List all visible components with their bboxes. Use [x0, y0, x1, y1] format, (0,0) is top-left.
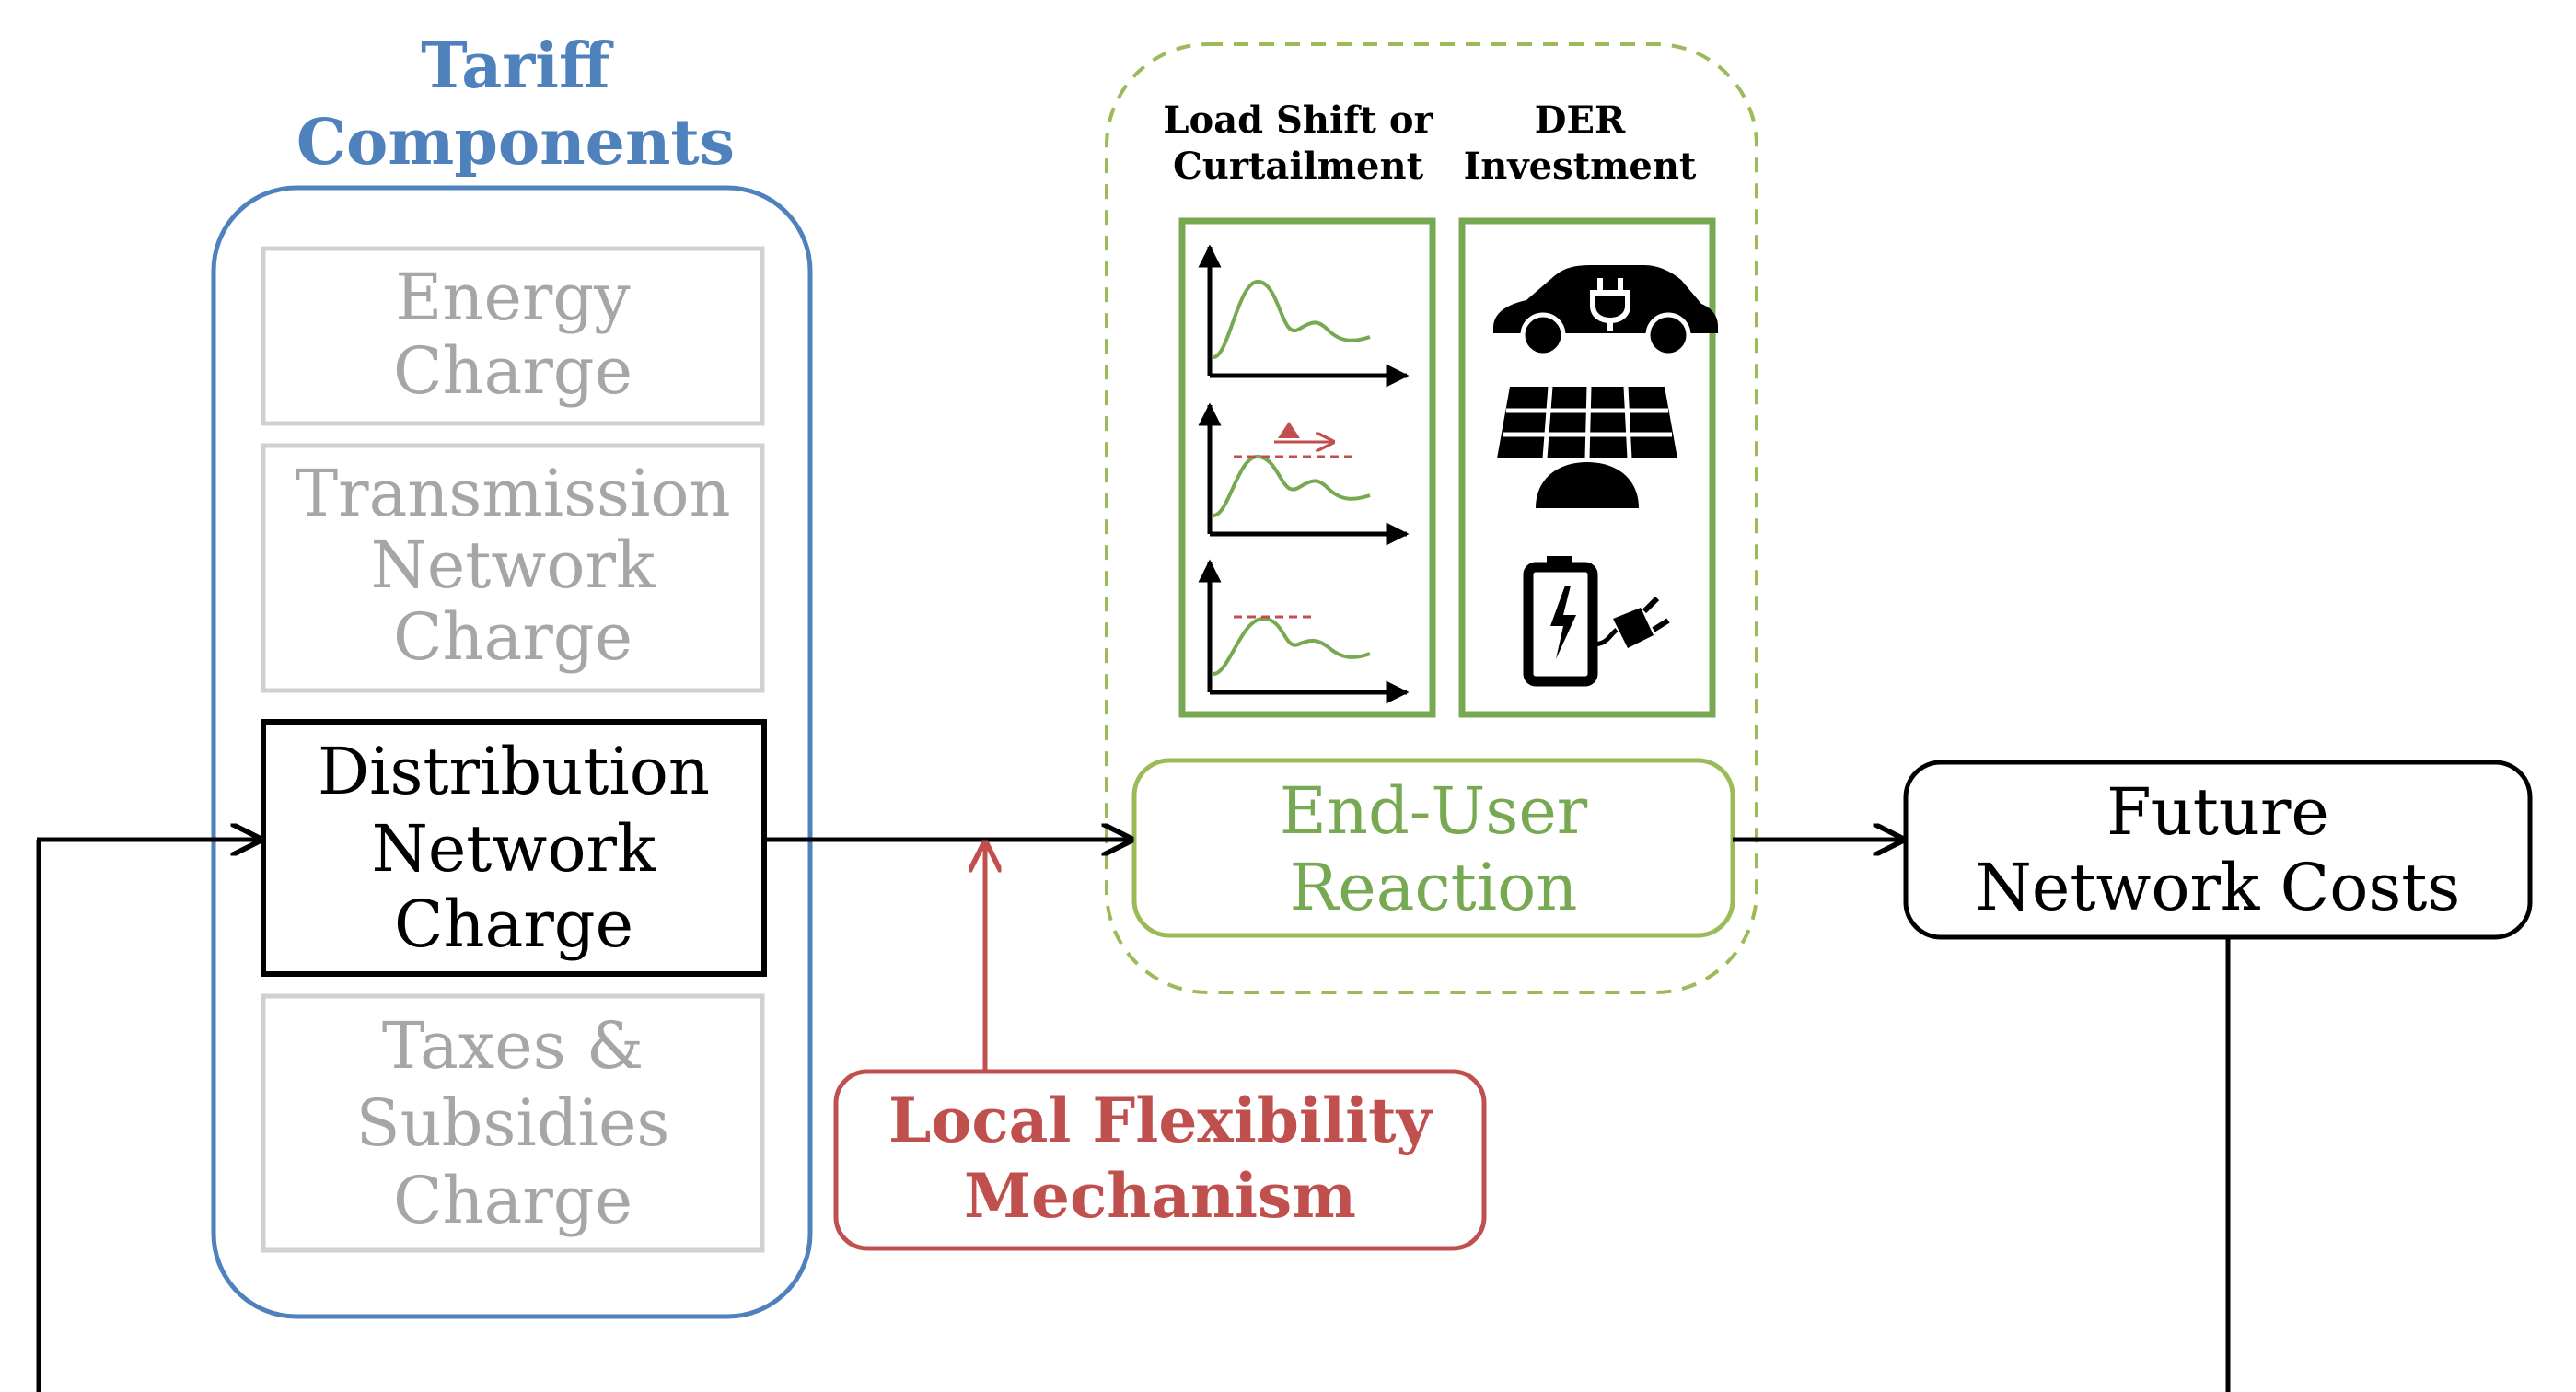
end-user-reaction-line1: End-User	[1280, 773, 1588, 849]
der-header-line2: Investment	[1464, 145, 1697, 188]
local-flexibility-box	[833, 1069, 1487, 1251]
transmission-charge-line3: Charge	[393, 599, 632, 675]
der-header-line1: DER	[1535, 99, 1626, 142]
battery-charging-icon	[1523, 556, 1670, 687]
taxes-charge-box	[261, 993, 765, 1253]
energy-charge-line2: Charge	[393, 333, 632, 409]
load-shift-header-line2: Curtailment	[1173, 145, 1424, 188]
energy-charge-line1: Energy	[395, 260, 631, 335]
end-user-reaction-group	[1105, 42, 1758, 994]
taxes-charge-line1: Taxes &	[382, 1008, 644, 1084]
transmission-charge-line2: Network	[371, 528, 656, 603]
energy-charge-box	[261, 246, 765, 426]
transmission-charge-line1: Transmission	[295, 456, 730, 531]
load-profile-chart-1	[1198, 244, 1410, 388]
electric-car-icon	[1493, 265, 1718, 358]
local-flexibility-line1: Local Flexibility	[888, 1085, 1433, 1156]
future-network-costs-line1: Future	[2106, 774, 2329, 850]
distribution-charge-box	[261, 719, 767, 977]
load-profile-chart-2	[1198, 402, 1410, 546]
load-shift-header-line1: Load Shift or	[1163, 99, 1433, 142]
distribution-charge-line2: Network	[372, 811, 656, 887]
end-user-reaction-line2: Reaction	[1290, 850, 1578, 925]
distribution-charge-line3: Charge	[394, 887, 633, 962]
distribution-charge-line1: Distribution	[318, 734, 710, 809]
future-network-costs-box	[1903, 760, 2533, 940]
end-user-reaction-box	[1131, 758, 1735, 938]
taxes-charge-line3: Charge	[393, 1163, 632, 1238]
transmission-charge-box	[261, 443, 765, 693]
tariff-components-container	[211, 185, 813, 1319]
taxes-charge-line2: Subsidies	[356, 1085, 670, 1161]
tariff-components-title-line2: Components	[296, 106, 735, 180]
load-shift-panel	[1178, 217, 1436, 718]
load-profile-chart-3	[1198, 559, 1410, 704]
solar-panel-icon	[1497, 386, 1677, 508]
future-network-costs-line2: Network Costs	[1976, 850, 2461, 925]
local-flexibility-line2: Mechanism	[964, 1160, 1356, 1232]
tariff-components-title-line1: Tariff	[421, 29, 614, 103]
